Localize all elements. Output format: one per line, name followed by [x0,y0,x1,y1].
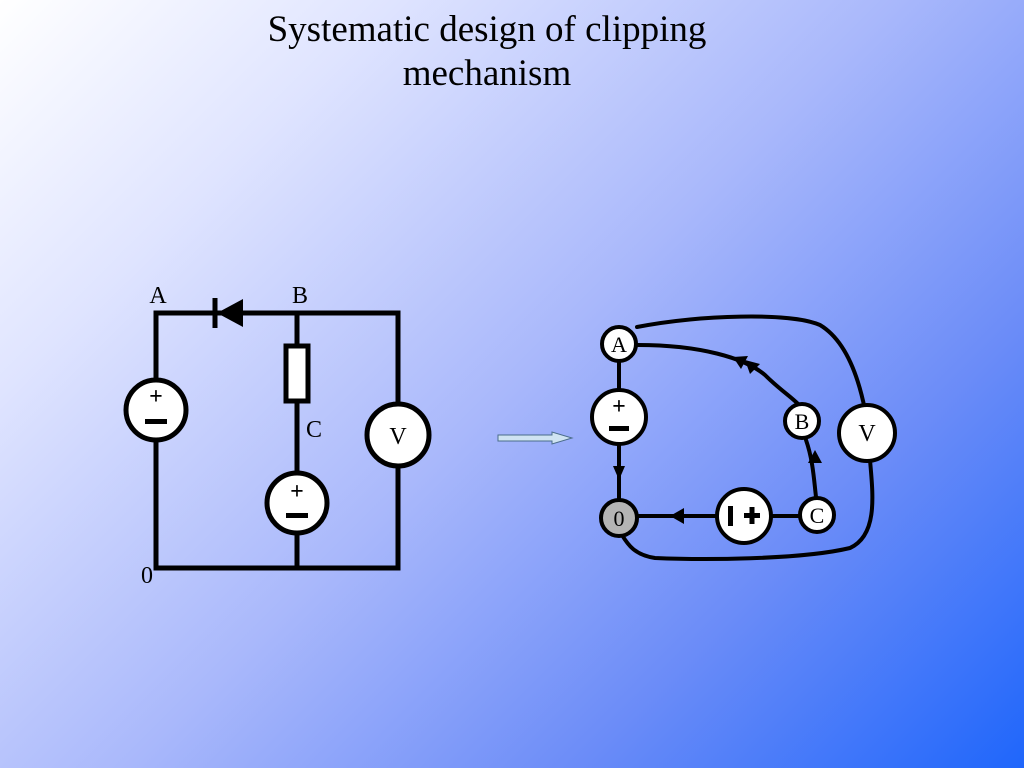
edge-a-v [635,314,867,412]
diode-symbol [212,298,243,328]
circuit-schematic: + + V A B C 0 [123,283,432,589]
voltmeter: V [364,401,432,469]
arrow-a-b-1 [733,356,748,369]
slide-title: Systematic design of clipping mechanism [187,8,787,96]
svg-text:+: + [612,394,626,420]
arrow-source-ground [613,466,625,480]
label-node-b: B [292,283,308,309]
edge-v-ground [620,458,875,561]
signal-flow-graph: A B C 0 + V [590,314,897,561]
svg-text:B: B [795,409,810,434]
resistor-symbol [283,343,311,404]
arrow-to-ground [670,508,684,524]
graph-voltage-source-horizontal [715,487,773,545]
transform-arrow [497,431,574,445]
svg-text:C: C [810,503,825,528]
arrow-c-b [808,450,822,463]
label-node-c: C [306,417,322,443]
svg-text:V: V [389,424,407,450]
svg-text:A: A [611,332,627,357]
node-c: C [798,496,836,534]
svg-text:V: V [858,421,876,447]
edge-a-b [636,343,802,408]
voltage-source-2: + [264,470,330,536]
node-ground: 0 [599,498,639,538]
graph-voltage-source-vertical: + [590,388,648,446]
voltage-source-1: + [123,377,189,443]
circuit-wires [153,310,401,571]
edge-c-b [804,438,818,499]
svg-text:+: + [290,479,304,505]
title-line-1: Systematic design of clipping [267,9,707,50]
label-node-a: A [149,283,167,309]
label-node-ground: 0 [141,563,153,589]
node-a: A [600,325,638,363]
title-line-2: mechanism [402,53,572,94]
graph-voltmeter: V [837,403,897,463]
svg-text:0: 0 [614,506,625,531]
node-b: B [783,402,821,440]
svg-text:+: + [149,384,163,410]
arrow-a-b-2 [745,360,760,374]
